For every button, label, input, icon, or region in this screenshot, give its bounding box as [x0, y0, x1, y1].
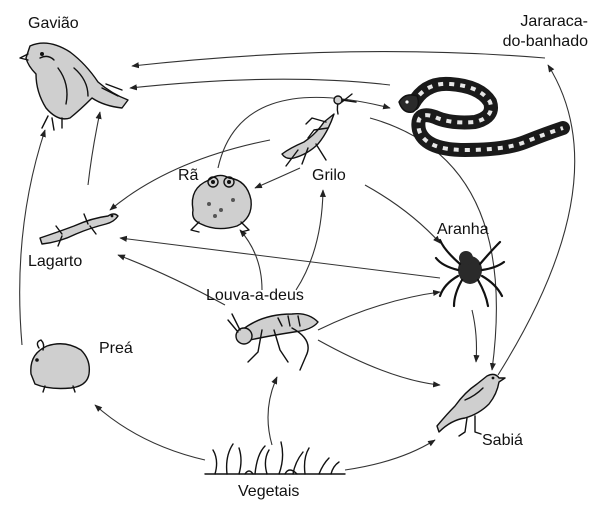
- label-ra: Rã: [178, 166, 198, 185]
- arrow-vegetais-to-sabia: [345, 440, 435, 470]
- arrow-gafanhoto-to-aranha: [318, 292, 440, 330]
- label-vegetais: Vegetais: [238, 482, 299, 501]
- plants-icon: [205, 442, 345, 474]
- arrow-louva-to-aranha: [365, 185, 440, 243]
- arrow-lagarto-to-gaviao: [88, 112, 100, 185]
- arrow-aranha-to-lagarto: [120, 238, 440, 278]
- hawk-icon: [20, 43, 128, 130]
- lizard-icon: [40, 214, 118, 246]
- cavy-icon: [31, 340, 90, 392]
- spider-icon: [436, 240, 504, 306]
- label-grilo: Grilo: [312, 166, 346, 185]
- label-louva: Louva-a-deus: [206, 286, 304, 305]
- arrow-jararaca-to-gaviao: [130, 79, 390, 88]
- arrow-vegetais-to-prea: [95, 405, 205, 460]
- label-lagarto: Lagarto: [28, 252, 82, 271]
- arrow-jararaca-to-gaviao-top: [132, 52, 545, 66]
- label-sabia: Sabiá: [482, 431, 523, 450]
- label-prea: Preá: [99, 339, 133, 358]
- snake-icon: [399, 84, 563, 150]
- arrow-gafanhoto-to-louva: [296, 190, 323, 290]
- grasshopper-icon: [228, 314, 318, 370]
- arrow-sabia-to-jararaca-loop: [498, 65, 575, 375]
- thrush-icon: [437, 374, 505, 436]
- frog-icon: [191, 175, 251, 232]
- label-aranha: Aranha: [437, 220, 489, 239]
- arrow-gafanhoto-to-ra: [240, 230, 262, 290]
- mantis-icon: [282, 94, 356, 166]
- arrow-louva-to-ra: [255, 168, 300, 188]
- arrow-gafanhoto-to-sabia: [318, 340, 440, 385]
- arrow-vegetais-to-gafanhoto: [268, 377, 277, 445]
- label-gaviao: Gavião: [28, 14, 79, 33]
- label-jararaca-line1: Jararaca-: [498, 12, 588, 31]
- label-jararaca-line2: do-banhado: [478, 32, 588, 51]
- arrow-aranha-to-sabia: [472, 310, 477, 362]
